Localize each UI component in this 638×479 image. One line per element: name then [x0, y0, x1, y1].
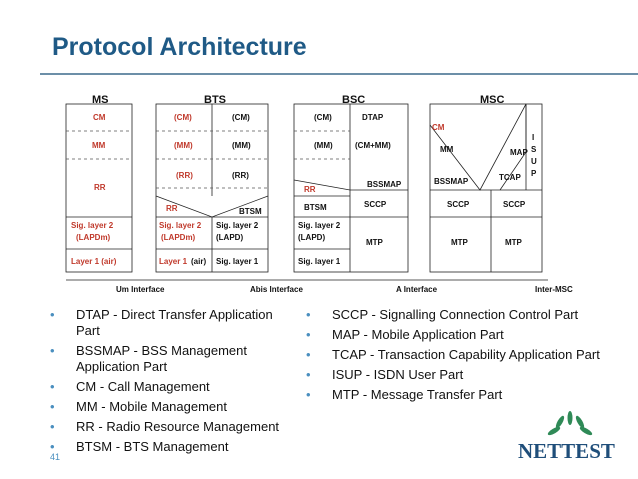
legend-list-left: • DTAP - Direct Transfer Application Part… [50, 307, 300, 459]
legend-text: SCCP - Signalling Connection Control Par… [332, 307, 579, 322]
bsc-dtap-label: DTAP [362, 113, 384, 122]
ms-mm-label: MM [92, 141, 106, 150]
legend-item: • BTSM - BTS Management [50, 439, 300, 455]
msc-mtp1-label: MTP [451, 238, 469, 247]
bts-sig-layer1-label: Sig. layer 1 [216, 257, 259, 266]
legend-item: • MM - Mobile Management [50, 399, 300, 415]
bts-mm-right-label: (MM) [232, 141, 251, 150]
legend-text: RR - Radio Resource Management [76, 419, 280, 434]
msc-sccp2-label: SCCP [503, 200, 526, 209]
bsc-cm-mm-label: (CM+MM) [355, 141, 391, 150]
node-bsc-label: BSC [342, 94, 365, 106]
slide-title: Protocol Architecture [52, 33, 307, 61]
msc-isup-s-label: S [531, 145, 537, 154]
legend-text: BSSMAP - BSS Management Application Part [76, 343, 248, 374]
protocol-diagram: MS BTS BSC MSC CM MM RR Sig. layer 2 (LA… [65, 94, 573, 294]
title-divider [40, 73, 638, 75]
legend-text: BTSM - BTS Management [76, 439, 229, 454]
bullet: • [306, 367, 311, 382]
bts-mm-left-label: (MM) [174, 141, 193, 150]
bullet: • [50, 307, 55, 322]
msc-isup-u-label: U [531, 157, 537, 166]
legend-item: • SCCP - Signalling Connection Control Pa… [306, 307, 636, 323]
legend-item: • DTAP - Direct Transfer Application Part [50, 307, 300, 339]
bsc-mm-label: (MM) [314, 141, 333, 150]
legend-text: MTP - Message Transfer Part [332, 387, 503, 402]
legend-text: CM - Call Management [76, 379, 210, 394]
bsc-rr-label: RR [304, 185, 316, 194]
ms-cm-label: CM [93, 113, 106, 122]
legend-text: ISUP - ISDN User Part [332, 367, 464, 382]
bts-rr-right-label: (RR) [232, 171, 249, 180]
page-number: 41 [50, 452, 61, 462]
legend-item: • BSSMAP - BSS Management Application Par… [50, 343, 300, 375]
bts-rr-paren-left-label: (RR) [176, 171, 193, 180]
msc-mtp2-label: MTP [505, 238, 523, 247]
bsc-lapd-label: (LAPD) [298, 233, 325, 242]
bts-air-label: (air) [191, 257, 206, 266]
legend-item: • CM - Call Management [50, 379, 300, 395]
bts-rr-label: RR [166, 204, 178, 213]
bsc-mtp-label: MTP [366, 238, 384, 247]
interface-a-label: A Interface [396, 285, 438, 294]
node-msc-label: MSC [480, 94, 505, 106]
nettest-logo-icon [547, 411, 593, 436]
msc-bssmap-label: BSSMAP [434, 177, 469, 186]
bsc-sig-layer2-label: Sig. layer 2 [298, 221, 341, 230]
msc-isup-i-label: I [532, 133, 534, 142]
bts-lapdm-label: (LAPDm) [161, 233, 196, 242]
legend-list-right: • SCCP - Signalling Connection Control Pa… [306, 307, 636, 407]
legend-text: TCAP - Transaction Capability Applicatio… [332, 347, 600, 362]
bsc-sig-layer1-label: Sig. layer 1 [298, 257, 341, 266]
bullet: • [306, 327, 311, 342]
bts-lapd-label: (LAPD) [216, 233, 243, 242]
bsc-btsm-label: BTSM [304, 203, 327, 212]
bts-cm-left-label: (CM) [174, 113, 192, 122]
ms-lapdm-label: (LAPDm) [76, 233, 111, 242]
interface-inter-msc-label: Inter-MSC [535, 285, 573, 294]
bullet: • [50, 439, 55, 454]
bsc-cm-label: (CM) [314, 113, 332, 122]
legend-item: • MAP - Mobile Application Part [306, 327, 636, 343]
interface-um-label: Um Interface [116, 285, 165, 294]
ms-stack [65, 103, 133, 273]
ms-sig-layer2-label: Sig. layer 2 [71, 221, 114, 230]
node-bts-label: BTS [204, 94, 226, 106]
msc-map-label: MAP [510, 148, 528, 157]
bullet: • [306, 307, 311, 322]
bts-layer1-left-label: Layer 1 [159, 257, 188, 266]
bts-sig-layer2-left-label: Sig. layer 2 [159, 221, 202, 230]
bullet: • [50, 399, 55, 414]
bullet: • [50, 419, 55, 434]
bsc-bssmap-label: BSSMAP [367, 180, 402, 189]
bts-btsm-label: BTSM [239, 207, 262, 216]
logo-wordmark: NETTEST [518, 439, 615, 463]
legend-item: • RR - Radio Resource Management [50, 419, 300, 435]
ms-rr-label: RR [94, 183, 106, 192]
msc-isup-p-label: P [531, 169, 537, 178]
legend-item: • MTP - Message Transfer Part [306, 387, 636, 403]
msc-stack [429, 103, 543, 273]
bts-cm-right-label: (CM) [232, 113, 250, 122]
msc-sccp1-label: SCCP [447, 200, 470, 209]
legend-item: • TCAP - Transaction Capability Applicati… [306, 347, 636, 363]
bullet: • [50, 343, 55, 358]
bts-sig-layer2-right-label: Sig. layer 2 [216, 221, 259, 230]
node-ms-label: MS [92, 94, 109, 106]
bullet: • [50, 379, 55, 394]
legend-text: MAP - Mobile Application Part [332, 327, 504, 342]
msc-cm-label: CM [432, 123, 445, 132]
legend-text: DTAP - Direct Transfer Application Part [76, 307, 273, 338]
ms-layer1-label: Layer 1 (air) [71, 257, 117, 266]
bullet: • [306, 347, 311, 362]
legend-text: MM - Mobile Management [76, 399, 227, 414]
bullet: • [306, 387, 311, 402]
msc-mm-label: MM [440, 145, 454, 154]
bsc-stack [293, 103, 409, 273]
msc-tcap-label: TCAP [499, 173, 521, 182]
bsc-sccp-label: SCCP [364, 200, 387, 209]
legend-item: • ISUP - ISDN User Part [306, 367, 636, 383]
interface-abis-label: Abis Interface [250, 285, 303, 294]
